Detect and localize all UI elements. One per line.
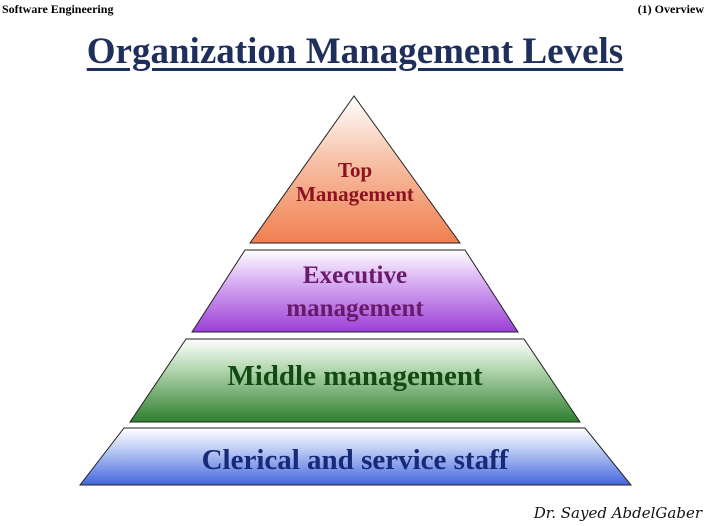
page-title: Organization Management Levels	[86, 31, 624, 72]
level-middle-label: Middle management	[227, 360, 483, 392]
level-executive-line1: Executive	[302, 262, 408, 289]
level-top-shape	[249, 95, 461, 244]
level-top-label: Top Management	[275, 158, 435, 206]
level-top-line2: Management	[296, 182, 414, 207]
header-course: Software Engineering	[2, 2, 114, 16]
author-signature: Dr. Sayed AbdelGaber	[533, 504, 702, 522]
level-executive-shape	[191, 249, 519, 333]
level-clerical-label: Clerical and service staff	[201, 444, 509, 476]
level-clerical-shape	[78, 427, 633, 486]
level-executive-label: Executive management	[230, 260, 480, 325]
level-middle-shape	[129, 338, 581, 423]
header-section: (1) Overview	[637, 2, 704, 16]
level-top-line1: Top	[337, 158, 373, 182]
level-executive-line2: management	[286, 294, 424, 322]
